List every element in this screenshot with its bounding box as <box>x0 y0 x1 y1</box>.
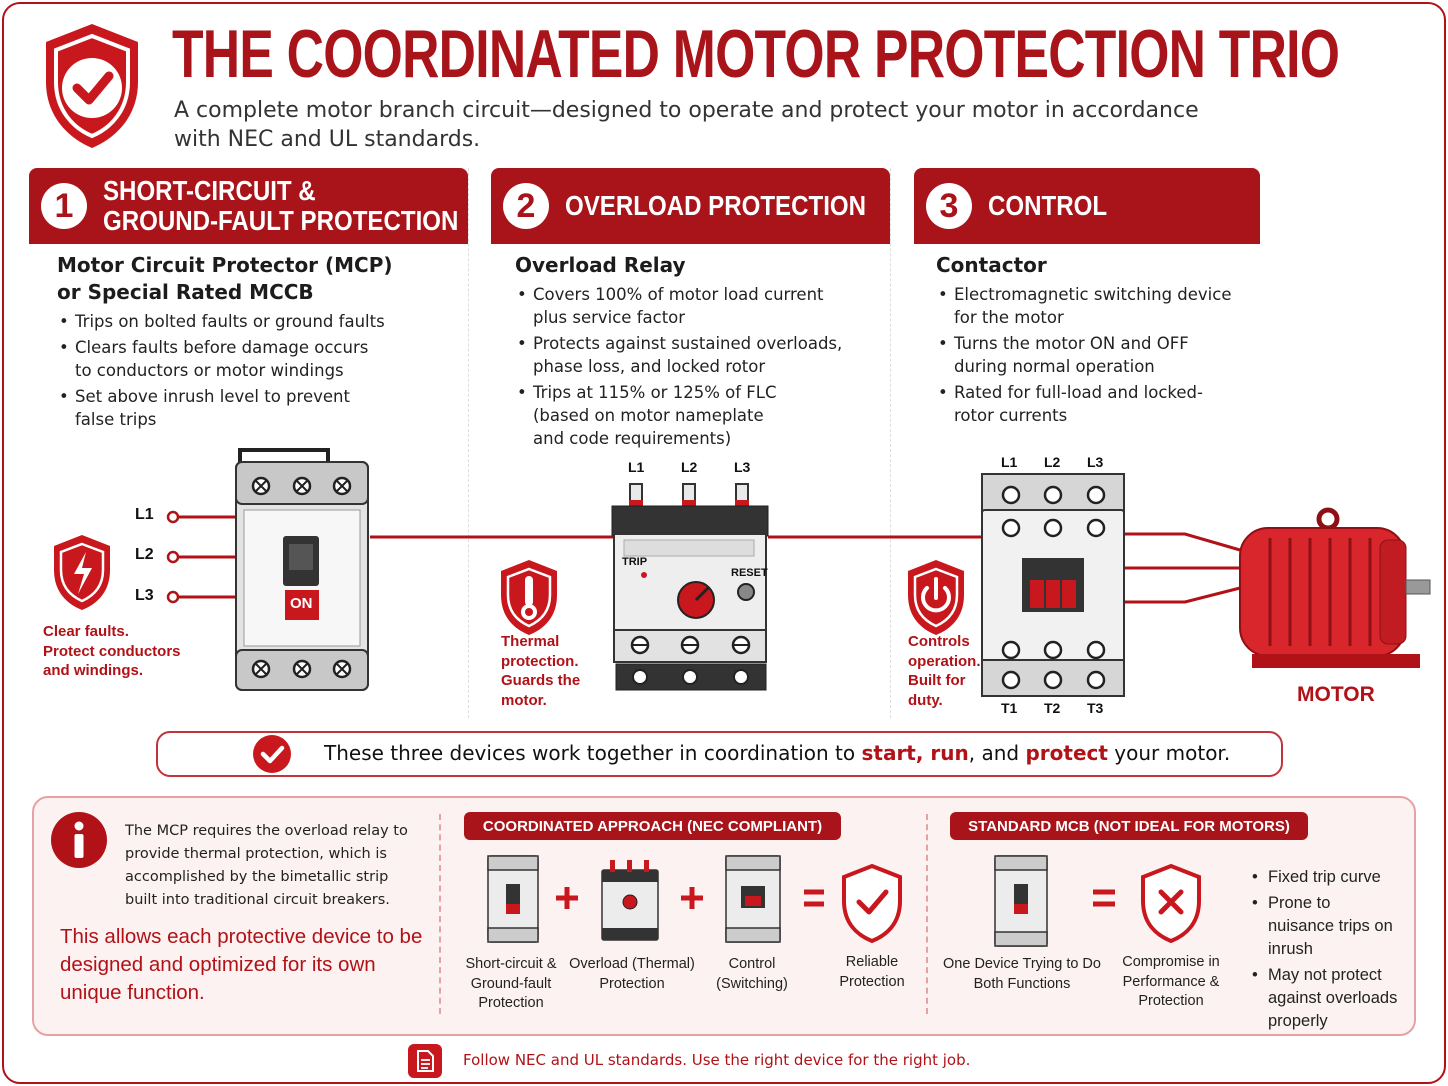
relay-label-l2: L2 <box>681 459 698 475</box>
mini-mcp-icon <box>487 855 539 943</box>
mcp-caption: Clear faults. Protect conductors and win… <box>43 623 181 679</box>
list-item: Turns the motor ON and OFF during normal… <box>936 332 1236 378</box>
list-item: Rated for full-load and locked-rotor cur… <box>936 381 1236 427</box>
list-item: Trips at 115% or 125% of FLC (based on m… <box>515 381 785 450</box>
contactor-label-l3: L3 <box>1087 454 1104 470</box>
relay-function-caption: Overload (Thermal)Protection <box>569 956 695 992</box>
line-label-l3: L3 <box>135 587 154 604</box>
line-label-l1: L1 <box>135 506 154 523</box>
panel-overload: 2 OVERLOAD PROTECTION Overload Relay Cov… <box>491 168 891 718</box>
contactor-label-l2: L2 <box>1044 454 1061 470</box>
panel-header: 2 OVERLOAD PROTECTION <box>491 168 890 244</box>
list-item: Clears faults before damage occurs to co… <box>57 336 387 382</box>
relay-label-l3: L3 <box>734 459 751 475</box>
compromise-shield-icon <box>1141 863 1201 944</box>
mini-contactor-icon <box>725 855 781 943</box>
device-name: Contactor <box>936 253 1047 277</box>
panel-body: Contactor Electromagnetic switching devi… <box>914 244 1260 427</box>
list-item: Fixed trip curve <box>1250 866 1400 889</box>
info-icon <box>51 812 107 868</box>
lightning-shield-icon <box>54 535 110 610</box>
list-item: Set above inrush level to prevent false … <box>57 385 387 431</box>
mcb-drawbacks-list: Fixed trip curve Prone to nuisance trips… <box>1250 866 1400 1036</box>
standard-tag: STANDARD MCB (NOT IDEAL FOR MOTORS) <box>950 812 1308 840</box>
mini-mcb-icon <box>994 855 1048 947</box>
coordinated-tag: COORDINATED APPROACH (NEC COMPLIANT) <box>464 812 841 840</box>
device-name: Motor Circuit Protector (MCP) or Special… <box>57 253 393 304</box>
contactor-label-t3: T3 <box>1087 700 1104 716</box>
panel-title: OVERLOAD PROTECTION <box>565 190 867 221</box>
banner-text: These three devices work together in coo… <box>324 741 1231 765</box>
line-label-l2: L2 <box>135 546 154 563</box>
feature-list: Trips on bolted faults or ground faults … <box>57 310 387 431</box>
divider <box>439 814 441 1014</box>
contactor <box>981 473 1125 697</box>
comparison-icons <box>487 855 1201 947</box>
motor-label: MOTOR <box>1297 683 1375 706</box>
list-item: Trips on bolted faults or ground faults <box>57 310 387 333</box>
wiring-diagram <box>54 448 1431 697</box>
page-subtitle: A complete motor branch circuit—designed… <box>174 98 1199 152</box>
info-text: The MCP requires the overload relay to p… <box>125 823 408 908</box>
footer-text: Follow NEC and UL standards. Use the rig… <box>463 1051 971 1069</box>
list-item: Electromagnetic switching device for the… <box>936 283 1236 329</box>
thermometer-shield-icon <box>501 560 557 635</box>
relay-caption: Thermal protection. Guards the motor. <box>501 633 581 709</box>
overload-relay <box>611 483 769 691</box>
relay-label-l1: L1 <box>628 459 645 475</box>
panel-header: 1 SHORT-CIRCUIT & GROUND-FAULT PROTECTIO… <box>29 168 468 244</box>
list-item: May not protect against overloads proper… <box>1250 964 1400 1033</box>
divider <box>926 814 928 1014</box>
input-wires <box>166 510 236 604</box>
shield-check-icon <box>46 24 138 148</box>
step-number: 2 <box>503 183 549 229</box>
contactor-label-t2: T2 <box>1044 700 1061 716</box>
document-icon <box>408 1044 442 1078</box>
mini-relay-icon <box>601 860 659 941</box>
info-emphasis: This allows each protective device to be… <box>60 925 423 1004</box>
panel-title: SHORT-CIRCUIT & GROUND-FAULT PROTECTION <box>103 175 459 236</box>
mcp-on-label: ON <box>290 595 313 612</box>
contactor-function-caption: Control(Switching) <box>716 956 788 992</box>
list-item: Protects against sustained overloads, ph… <box>515 332 845 378</box>
step-number: 3 <box>926 183 972 229</box>
bus-wires <box>370 532 1241 604</box>
contactor-caption: Controls operation. Built for duty. <box>908 633 981 709</box>
page-title: THE COORDINATED MOTOR PROTECTION TRIO <box>172 16 1340 92</box>
panel-body: Motor Circuit Protector (MCP) or Special… <box>29 244 468 431</box>
relay-trip-label: TRIP <box>622 556 648 568</box>
panel-title: CONTROL <box>988 190 1108 221</box>
device-name: Overload Relay <box>515 253 686 277</box>
step-number: 1 <box>41 183 87 229</box>
mcp-breaker <box>235 448 369 691</box>
list-item: Covers 100% of motor load current plus s… <box>515 283 845 329</box>
electric-motor <box>1239 507 1431 668</box>
coordination-banner <box>156 731 1283 777</box>
panel-body: Overload Relay Covers 100% of motor load… <box>491 244 890 450</box>
list-item: Prone to nuisance trips on inrush <box>1250 892 1400 961</box>
reliable-shield-icon <box>842 863 902 944</box>
power-shield-icon <box>908 560 964 635</box>
panel-header: 3 CONTROL <box>914 168 1260 244</box>
plus-equals-signs <box>556 887 1115 909</box>
contactor-label-l1: L1 <box>1001 454 1018 470</box>
feature-list: Covers 100% of motor load current plus s… <box>515 283 845 450</box>
check-circle-icon <box>253 735 291 773</box>
relay-reset-label: RESET <box>731 567 768 579</box>
feature-list: Electromagnetic switching device for the… <box>936 283 1236 427</box>
contactor-label-t1: T1 <box>1001 700 1018 716</box>
